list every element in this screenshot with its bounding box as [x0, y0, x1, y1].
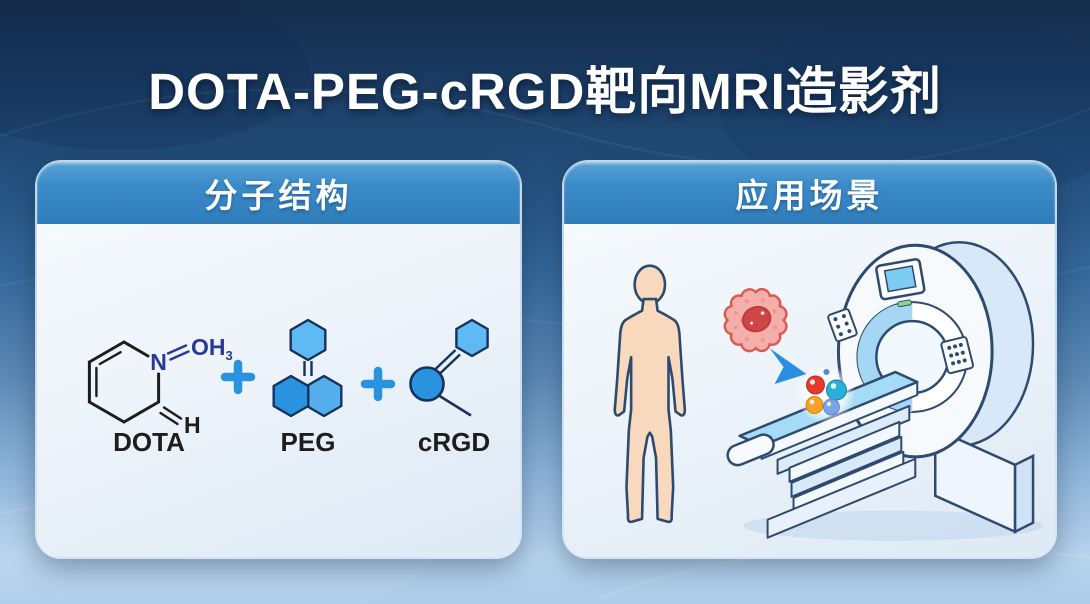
mri-monitor-icon — [875, 258, 926, 308]
plus-icon — [360, 366, 396, 402]
human-head — [635, 266, 665, 304]
floor-shadow — [743, 510, 1044, 541]
particle-teal — [825, 379, 847, 401]
dota-n-o-double-bond — [166, 344, 190, 361]
particle-highlight — [830, 383, 837, 389]
panel-application-scene-header: 应用场景 — [564, 162, 1055, 224]
panel-molecular-structure-body: N OH3 H DOTA — [37, 224, 520, 557]
table-pedestal-slab — [788, 420, 901, 483]
molecular-structure-figure: N OH3 H DOTA — [87, 318, 490, 457]
tumor-cell-icon — [723, 287, 788, 353]
panel-application-scene-body — [564, 224, 1055, 557]
particle-red — [806, 375, 825, 395]
table-end-cap — [726, 433, 775, 467]
particle-orange — [805, 395, 824, 414]
table-underframe — [776, 404, 911, 475]
dota-label: DOTA — [113, 427, 185, 457]
peg-label: PEG — [281, 427, 336, 457]
particle-highlight — [826, 401, 832, 407]
human-body — [615, 299, 685, 522]
human-figure-icon — [615, 266, 685, 522]
crgd-label: cRGD — [418, 427, 490, 457]
plus-icon — [220, 359, 256, 395]
page-title: DOTA-PEG-cRGD靶向MRI造影剂 — [148, 63, 942, 120]
particle-periwinkle — [822, 398, 840, 416]
dota-oh-group: OH3 — [191, 334, 233, 363]
table-base-plate — [766, 457, 917, 539]
cell-texture-dots — [733, 298, 778, 342]
contrast-agent-particles-icon — [795, 364, 856, 424]
particle-small-blue — [823, 369, 830, 376]
mri-control-pad-icon — [940, 336, 975, 375]
panel-application-scene: 应用场景 — [564, 162, 1055, 557]
nucleus-speck — [750, 321, 754, 325]
mri-stand-side — [1013, 453, 1035, 534]
particle-highlight — [809, 399, 815, 405]
table-pedestal-slab — [790, 435, 903, 498]
crgd-molecule-icon — [409, 318, 489, 417]
panel-molecular-structure-header: 分子结构 — [37, 162, 520, 224]
panels-row: 分子结构 — [37, 162, 1055, 557]
peg-molecule-icon — [272, 318, 343, 418]
dota-hydrogen-atom: H — [184, 412, 201, 438]
mri-control-pad-icon — [827, 308, 858, 343]
dota-nitrogen-atom: N — [150, 349, 167, 375]
mri-scanner-icon — [726, 241, 1035, 539]
nucleus-speck — [760, 311, 765, 315]
particle-highlight — [809, 379, 816, 385]
panel-molecular-structure: 分子结构 — [37, 162, 520, 557]
application-scene-figure — [564, 241, 1044, 541]
dota-molecule-icon — [87, 340, 183, 426]
targeting-arrow-icon — [769, 348, 807, 385]
